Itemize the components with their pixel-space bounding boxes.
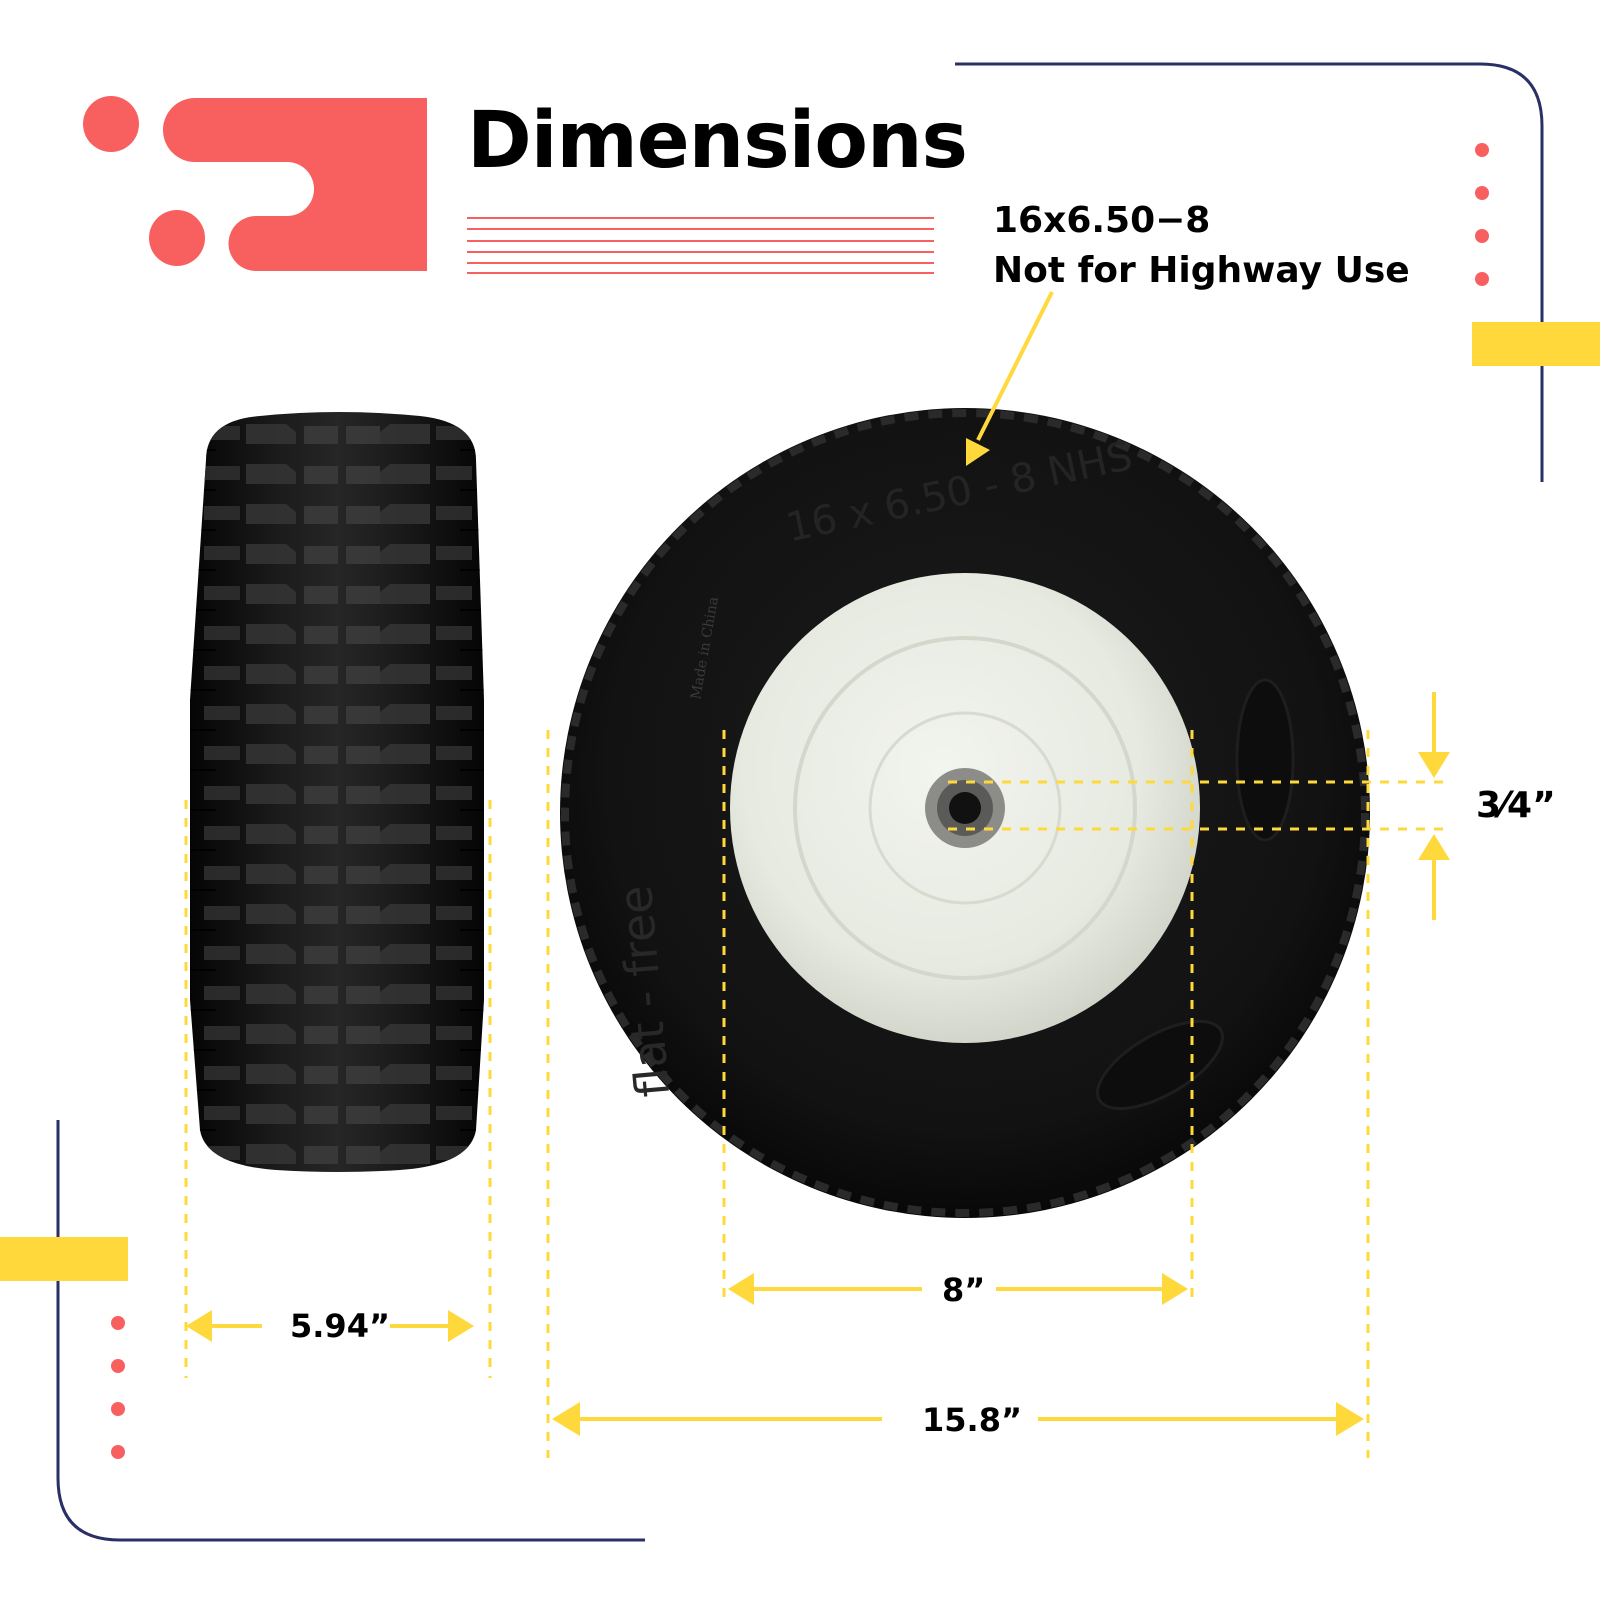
tire-front-view: 16 x 6.50 - 8 NHS Made in China flat - f…: [560, 408, 1370, 1218]
rim-dimension-label: 8”: [942, 1271, 986, 1309]
page-title: Dimensions: [467, 96, 968, 186]
dimension-guides: [184, 730, 1448, 1458]
title-underline: [467, 217, 934, 274]
overall-diameter-label: 15.8”: [922, 1401, 1022, 1439]
dots-left: [111, 1316, 125, 1459]
sidewall-bulge-upper: [1235, 678, 1295, 842]
logo-shape: [163, 98, 427, 271]
frame-top-right: [955, 62, 1544, 482]
spec-pointer-arrow: [966, 291, 1054, 466]
rim-ring-outer: [793, 636, 1137, 980]
dimension-arrowheads: [186, 752, 1450, 1436]
width-dimension-label: 5.94”: [290, 1307, 390, 1345]
accent-bar-right: [1472, 322, 1600, 366]
bore-dimension-label: 3⁄4”: [1476, 785, 1556, 826]
axle-bore: [949, 792, 981, 824]
frame-bottom-left: [56, 1120, 645, 1542]
tire-spec-callout: 16x6.50−8 Not for Highway Use: [993, 196, 1410, 296]
rim-ring-inner: [868, 711, 1062, 905]
highway-note-label: Not for Highway Use: [993, 250, 1410, 291]
tire-size-label: 16x6.50−8: [993, 200, 1211, 241]
brand-logo: [83, 96, 427, 271]
tire-tread-edge: [561, 409, 1369, 1217]
logo-dot-top: [83, 96, 139, 152]
dots-right: [1475, 143, 1489, 286]
accent-bar-left: [0, 1237, 128, 1281]
logo-dot-bottom: [149, 210, 205, 266]
tire-side-view: [190, 412, 484, 1172]
